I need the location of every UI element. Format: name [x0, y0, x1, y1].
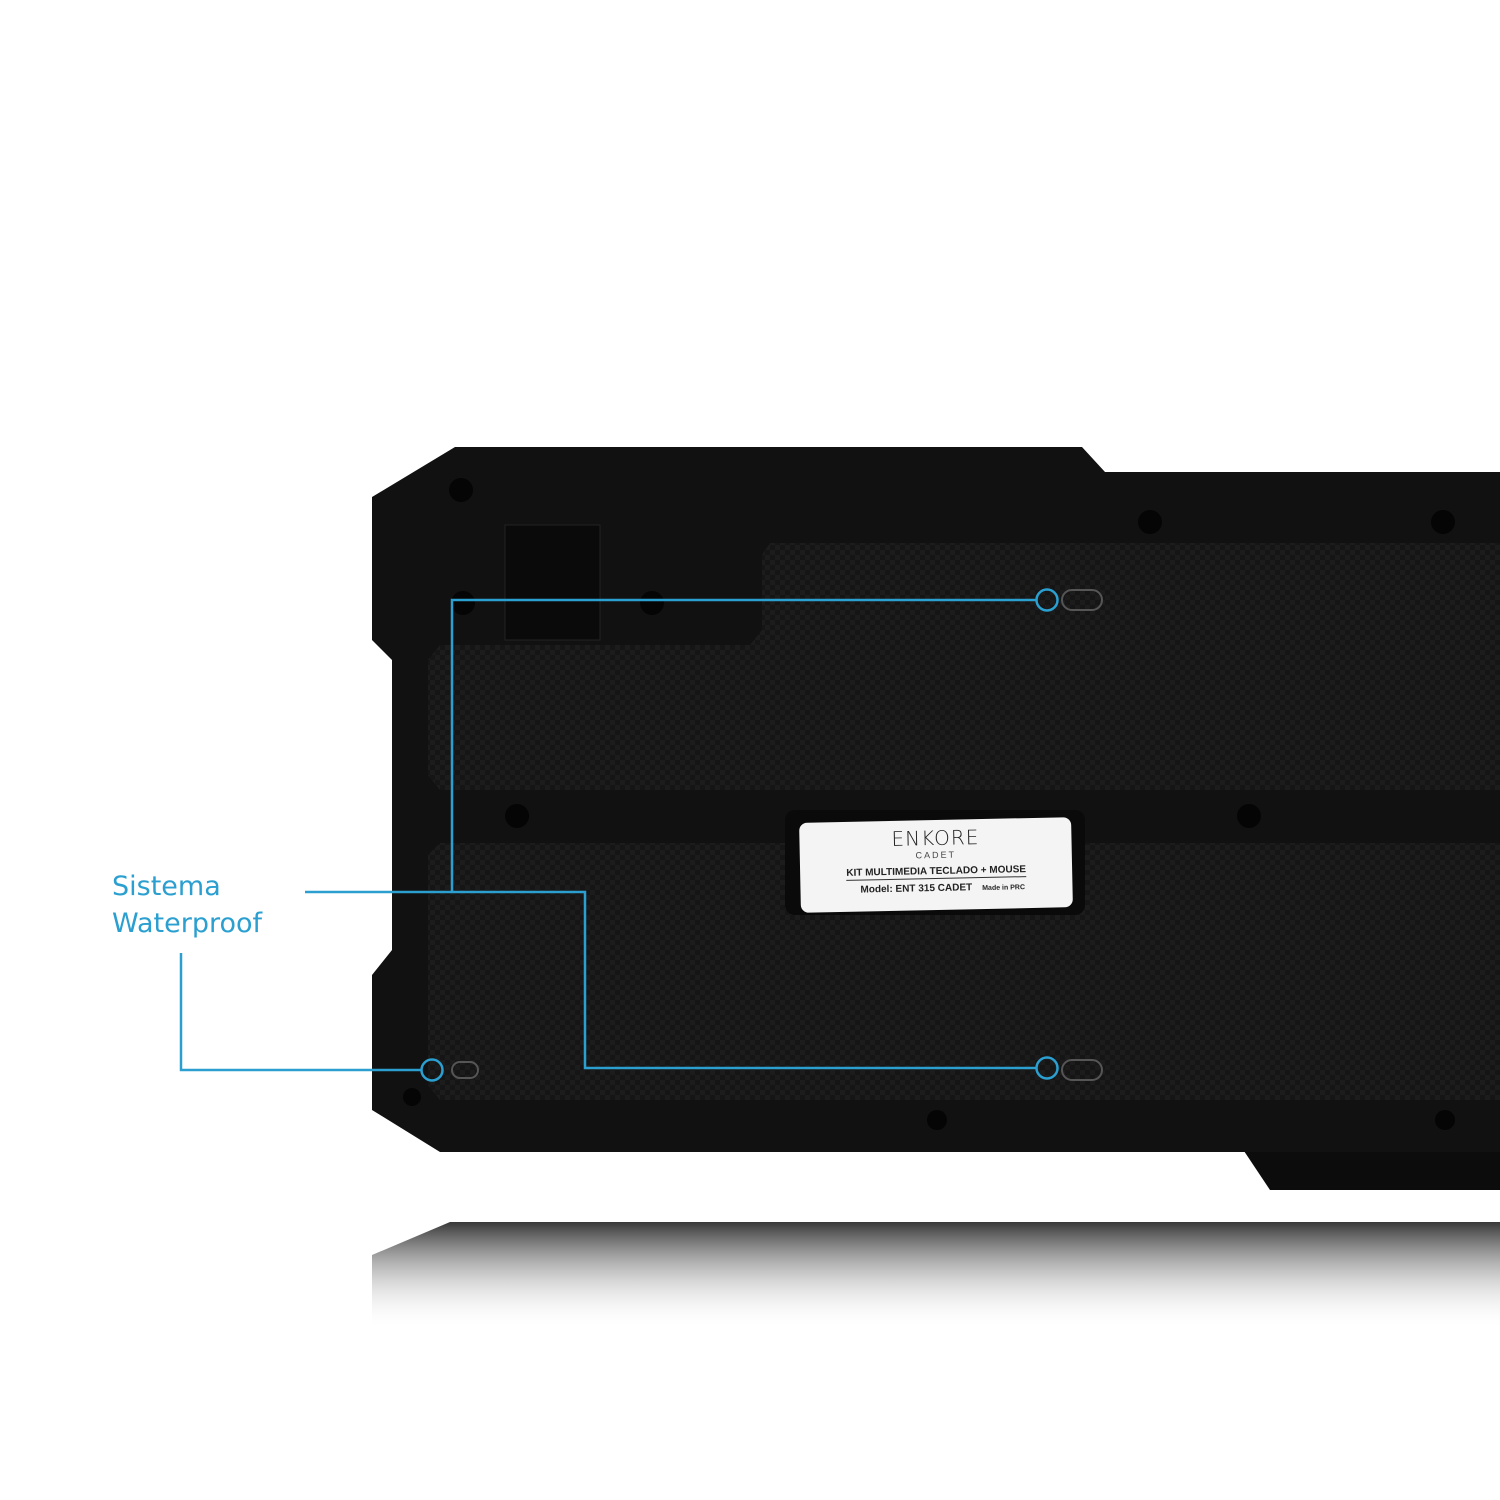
- screw-holes: [403, 478, 1455, 1130]
- callout-marker: [1035, 1056, 1059, 1080]
- feature-callout: Sistema Waterproof: [112, 868, 262, 942]
- keyboard-stand: [1240, 1145, 1500, 1190]
- callout-line-2: Waterproof: [112, 908, 263, 939]
- callout-marker: [1035, 588, 1059, 612]
- rubber-feet: [451, 589, 1103, 1081]
- callout-lines: [179, 588, 1059, 1082]
- model-number: Model: ENT 315 CADET: [860, 882, 973, 896]
- callout-line-1: Sistema: [112, 871, 221, 902]
- reflection: [372, 1222, 1500, 1330]
- product-name: KIT MULTIMEDIA TECLADO + MOUSE: [846, 864, 1027, 881]
- upper-panel: [428, 543, 1500, 790]
- callout-marker: [420, 1058, 444, 1082]
- product-label: ENKORE CADET KIT MULTIMEDIA TECLADO + MO…: [799, 817, 1073, 913]
- lower-panel: [428, 843, 1500, 1100]
- kickstand: [504, 524, 601, 641]
- origin: Made in PRC: [982, 884, 1026, 893]
